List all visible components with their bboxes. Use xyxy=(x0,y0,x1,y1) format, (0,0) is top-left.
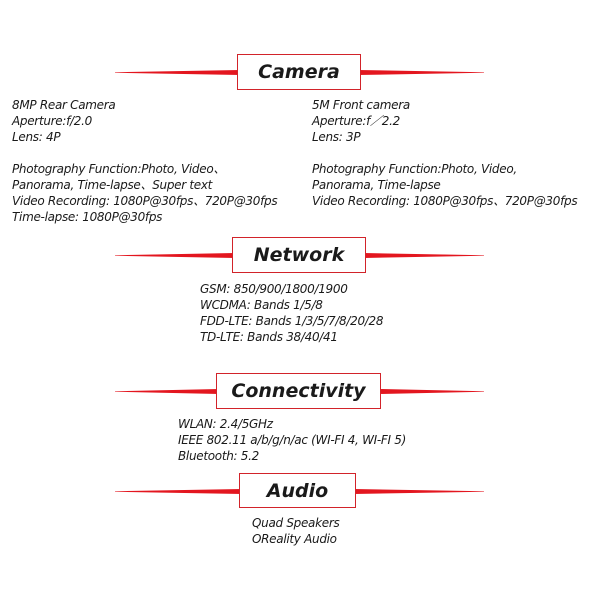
divider-line xyxy=(115,70,240,75)
spec-line: Lens: 4P xyxy=(12,130,61,144)
spec-line: WLAN: 2.4/5GHz xyxy=(178,417,273,431)
network-heading: Network xyxy=(232,237,366,273)
spec-line: Lens: 3P xyxy=(312,130,361,144)
spec-line: OReality Audio xyxy=(252,532,337,546)
spec-line: Aperture:f／2.2 xyxy=(312,114,400,128)
spec-line: TD-LTE: Bands 38/40/41 xyxy=(200,330,338,344)
network-specs: GSM: 850/900/1800/1900 WCDMA: Bands 1/5/… xyxy=(200,281,384,345)
connectivity-specs: WLAN: 2.4/5GHz IEEE 802.11 a/b/g/n/ac (W… xyxy=(178,416,406,464)
camera-heading: Camera xyxy=(237,54,361,90)
spec-line: Quad Speakers xyxy=(252,516,340,530)
divider-line xyxy=(379,389,484,394)
spec-line: Video Recording: 1080P@30fps、720P@30fps xyxy=(312,194,578,208)
spec-line: Video Recording: 1080P@30fps、720P@30fps xyxy=(12,194,278,208)
spec-line: IEEE 802.11 a/b/g/n/ac (WI-FI 4, WI-FI 5… xyxy=(178,433,406,447)
spec-line: Aperture:f/2.0 xyxy=(12,114,92,128)
connectivity-heading: Connectivity xyxy=(216,373,381,409)
spec-line: Time-lapse: 1080P@30fps xyxy=(12,210,163,224)
spec-line: 8MP Rear Camera xyxy=(12,98,116,112)
divider-line xyxy=(354,489,484,494)
spec-line: FDD-LTE: Bands 1/3/5/7/8/20/28 xyxy=(200,314,384,328)
divider-line xyxy=(358,70,484,75)
divider-line xyxy=(115,389,219,394)
spec-line: GSM: 850/900/1800/1900 xyxy=(200,282,348,296)
spec-line: Photography Function:Photo, Video, xyxy=(312,162,517,176)
spec-line: Bluetooth: 5.2 xyxy=(178,449,259,463)
divider-line xyxy=(364,253,484,258)
spec-line: Photography Function:Photo, Video、 xyxy=(12,162,226,176)
rear-camera-specs: 8MP Rear Camera Aperture:f/2.0 Lens: 4P … xyxy=(12,97,278,225)
spec-line: 5M Front camera xyxy=(312,98,410,112)
divider-line xyxy=(115,489,242,494)
spec-line xyxy=(312,145,577,161)
front-camera-specs: 5M Front camera Aperture:f／2.2 Lens: 3P … xyxy=(312,97,578,209)
spec-line: Panorama, Time-lapse xyxy=(312,178,441,192)
divider-line xyxy=(115,253,235,258)
spec-line xyxy=(12,145,277,161)
spec-line: Panorama, Time-lapse、Super text xyxy=(12,178,213,192)
audio-heading: Audio xyxy=(239,473,356,508)
audio-specs: Quad Speakers OReality Audio xyxy=(252,515,340,547)
spec-line: WCDMA: Bands 1/5/8 xyxy=(200,298,323,312)
